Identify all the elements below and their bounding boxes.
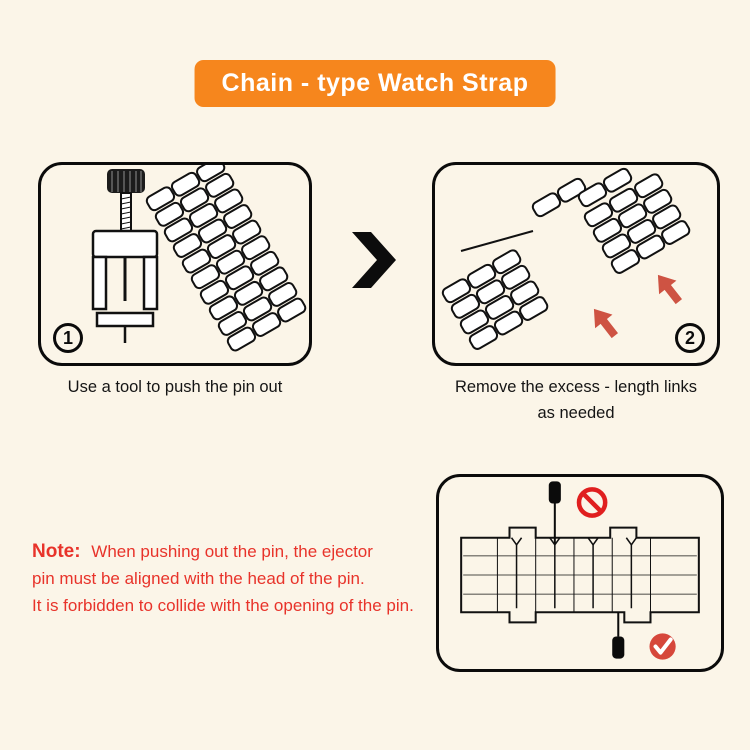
step1-panel: 1 [38,162,312,366]
spring-bar-pin [460,230,534,252]
link-hatching [463,555,697,595]
page-title: Chain - type Watch Strap [221,69,529,97]
note-label: Note: [32,541,81,562]
band-segment-lower [440,247,551,352]
ejector-pin-top [548,481,561,544]
screw-threads [120,196,132,230]
red-arrow-icon [585,268,688,343]
step1-number-badge: 1 [53,323,83,353]
remove-links-illustration [440,166,693,352]
link-remover-tool [91,169,159,343]
prohibition-icon [576,487,608,518]
note: Note: When pushing out the pin, the ejec… [32,538,472,619]
note-line1: When pushing out the pin, the ejector [91,542,373,561]
step1-caption: Use a tool to push the pin out [67,378,283,396]
push-pin-tool-illustration [91,165,309,354]
band-cross-section [460,526,700,624]
pin-alignment-diagram [460,481,700,660]
title-banner: Chain - type Watch Strap [194,60,556,107]
next-step-arrow-icon [352,232,396,288]
step2-caption: Remove the excess - length links as need… [420,375,732,426]
check-circle-icon [649,633,676,660]
step2-caption-line1: Remove the excess - length links [454,378,698,396]
note-line3: It is forbidden to collide with the open… [32,596,414,615]
note-line2: pin must be aligned with the head of the… [32,569,365,588]
step2-caption-line2: as needed [537,403,615,422]
step2-panel: 2 [432,162,720,366]
link-pins [510,537,638,609]
step2-number: 2 [684,327,695,348]
knurled-knob [111,171,142,192]
ejector-pin-bottom [612,612,625,659]
step1-number: 1 [62,327,73,348]
pin-alignment-panel [436,474,724,672]
step2-number-badge: 2 [675,323,705,353]
watch-band [144,165,309,354]
